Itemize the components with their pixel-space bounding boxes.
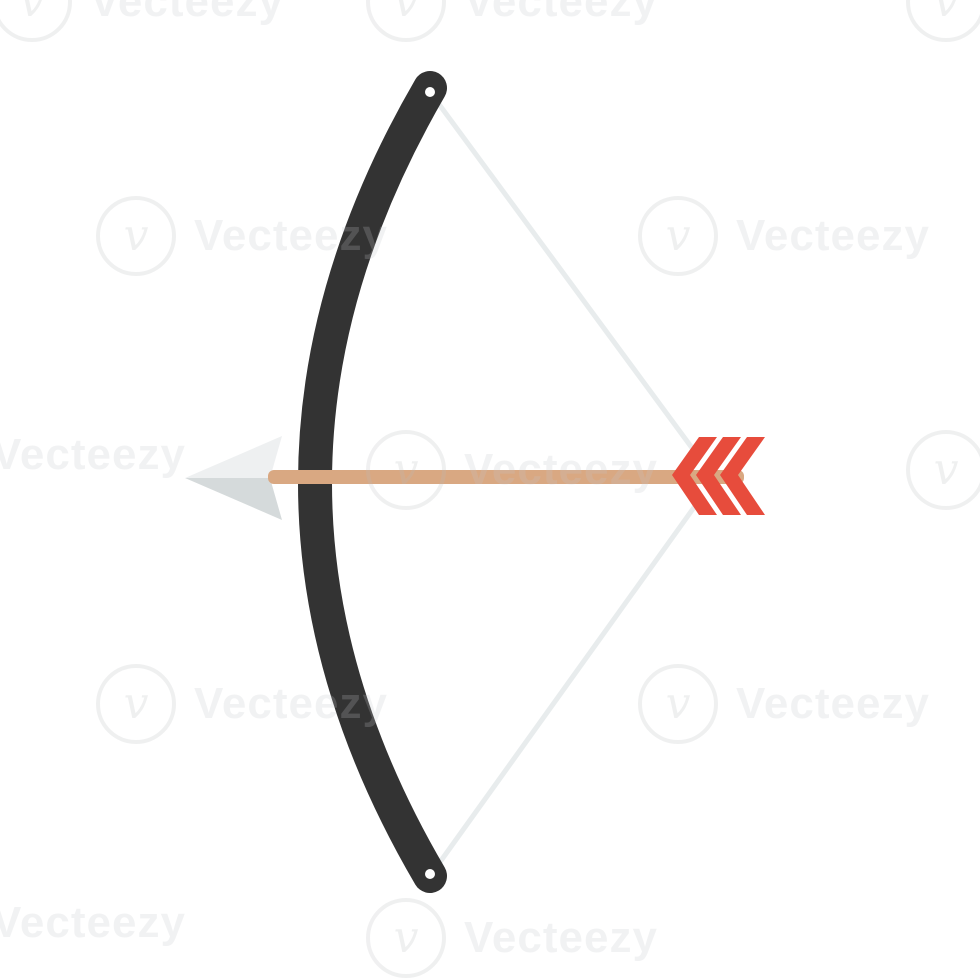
arrow-fletching <box>672 437 765 515</box>
bowstring <box>427 89 698 879</box>
arrow-icon <box>185 436 765 520</box>
bow-tip-bottom <box>425 869 435 879</box>
bow-tip-top <box>425 87 435 97</box>
fletching-feather-2 <box>696 437 741 515</box>
fletching-feather-3 <box>720 437 765 515</box>
bowstring-upper <box>427 89 698 455</box>
fletching-feather-1 <box>672 437 717 515</box>
arrow-head-bottom <box>185 478 282 520</box>
arrow-head-top <box>185 436 282 478</box>
arrow-shaft <box>268 470 744 484</box>
bowstring-lower <box>427 503 698 879</box>
